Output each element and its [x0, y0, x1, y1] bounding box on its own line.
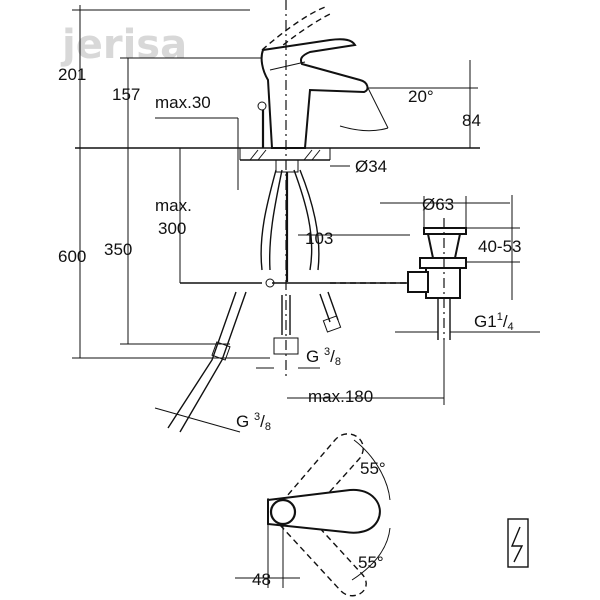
faucet-side-view — [257, 0, 369, 380]
watermark: jerisa — [60, 22, 187, 68]
label-max-30: max.30 — [155, 93, 211, 112]
pop-up-waste — [407, 218, 467, 340]
label-dia-34: Ø34 — [355, 157, 387, 176]
label-dia-63: Ø63 — [422, 195, 454, 214]
dimension-labels: 201 157 max.30 20° 84 Ø34 max. 300 103 6… — [58, 65, 521, 589]
supply-hoses — [167, 169, 342, 433]
label-40-53: 40-53 — [478, 237, 521, 256]
lever-top-view — [235, 433, 391, 597]
label-max-180: max.180 — [308, 387, 373, 406]
label-55-deg-bottom: 55° — [358, 553, 384, 572]
label-max: max. — [155, 196, 192, 215]
label-g-3-8-upper: G 3/8 — [306, 346, 341, 368]
label-350: 350 — [104, 240, 132, 259]
label-600: 600 — [58, 247, 86, 266]
label-48: 48 — [252, 570, 271, 589]
lightning-box-icon — [507, 518, 529, 568]
label-g-3-8-lower: G 3/8 — [236, 411, 271, 433]
label-20-deg: 20° — [408, 87, 434, 106]
label-300: 300 — [158, 219, 186, 238]
dimension-lines — [72, 5, 540, 433]
label-201: 201 — [58, 65, 86, 84]
countertop — [75, 147, 480, 282]
label-84: 84 — [462, 111, 481, 130]
label-103: 103 — [305, 229, 333, 248]
label-g1-1-4: G11/4 — [474, 311, 514, 333]
pull-rod-linkage — [180, 278, 420, 288]
label-157: 157 — [112, 85, 140, 104]
label-55-deg-top: 55° — [360, 459, 386, 478]
